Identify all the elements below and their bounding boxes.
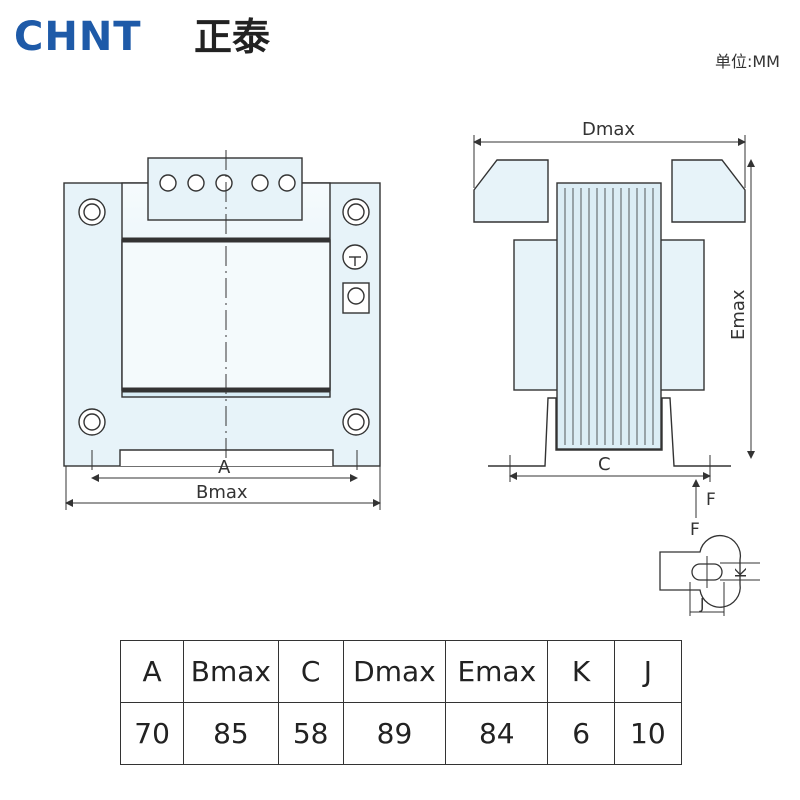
side-cap-right (671, 159, 746, 223)
value-cell: 6 (547, 702, 615, 765)
foot-j-label: J (699, 595, 704, 613)
front-dimensions (65, 466, 381, 510)
table-row: 70 85 58 89 84 6 10 (119, 702, 683, 765)
terminal-screws (159, 174, 296, 192)
header-cell: J (613, 640, 683, 703)
value-cell: 10 (613, 702, 683, 765)
unit-label: 单位:MM (714, 52, 780, 71)
value-cell: 84 (445, 702, 549, 765)
dim-c-label: C (598, 454, 611, 475)
dim-emax-label: Emax (728, 289, 749, 340)
core-laminations (564, 188, 654, 445)
value-cell: 70 (119, 702, 185, 765)
side-coil-right (659, 239, 705, 391)
transformer-drawing: A Bmax Dmax Emax C F F (63, 119, 760, 616)
value-cell: 58 (277, 702, 344, 765)
logo-cjk-text: 正泰 (194, 15, 271, 59)
dim-bmax-label: Bmax (196, 482, 248, 503)
side-view (473, 159, 746, 467)
header-cell: Dmax (342, 640, 447, 703)
chnt-logo: CHNT 正泰 (14, 14, 271, 60)
side-coil-left (513, 239, 559, 391)
dimension-table: A Bmax C Dmax Emax K J 70 85 58 89 84 6 … (119, 640, 683, 765)
header-cell: Emax (445, 640, 549, 703)
front-view (63, 150, 381, 470)
header-cell: C (277, 640, 344, 703)
side-core (556, 182, 662, 450)
header-cell: Bmax (183, 640, 279, 703)
dim-a-label: A (218, 457, 231, 478)
side-base (488, 397, 731, 467)
table-header-row: A Bmax C Dmax Emax K J (119, 640, 683, 703)
dim-dmax-label: Dmax (582, 119, 635, 140)
foot-detail (659, 534, 760, 616)
logo-latin-text: CHNT (14, 14, 142, 60)
foot-k-label: K (732, 567, 750, 578)
dim-f-label: F (706, 490, 716, 510)
side-dimensions (473, 135, 755, 518)
value-cell: 89 (342, 702, 447, 765)
foot-f-label: F (690, 520, 700, 540)
header-cell: K (547, 640, 615, 703)
side-cap-left (473, 159, 549, 223)
header-cell: A (119, 640, 185, 703)
mounting-holes (78, 198, 370, 436)
value-cell: 85 (183, 702, 279, 765)
